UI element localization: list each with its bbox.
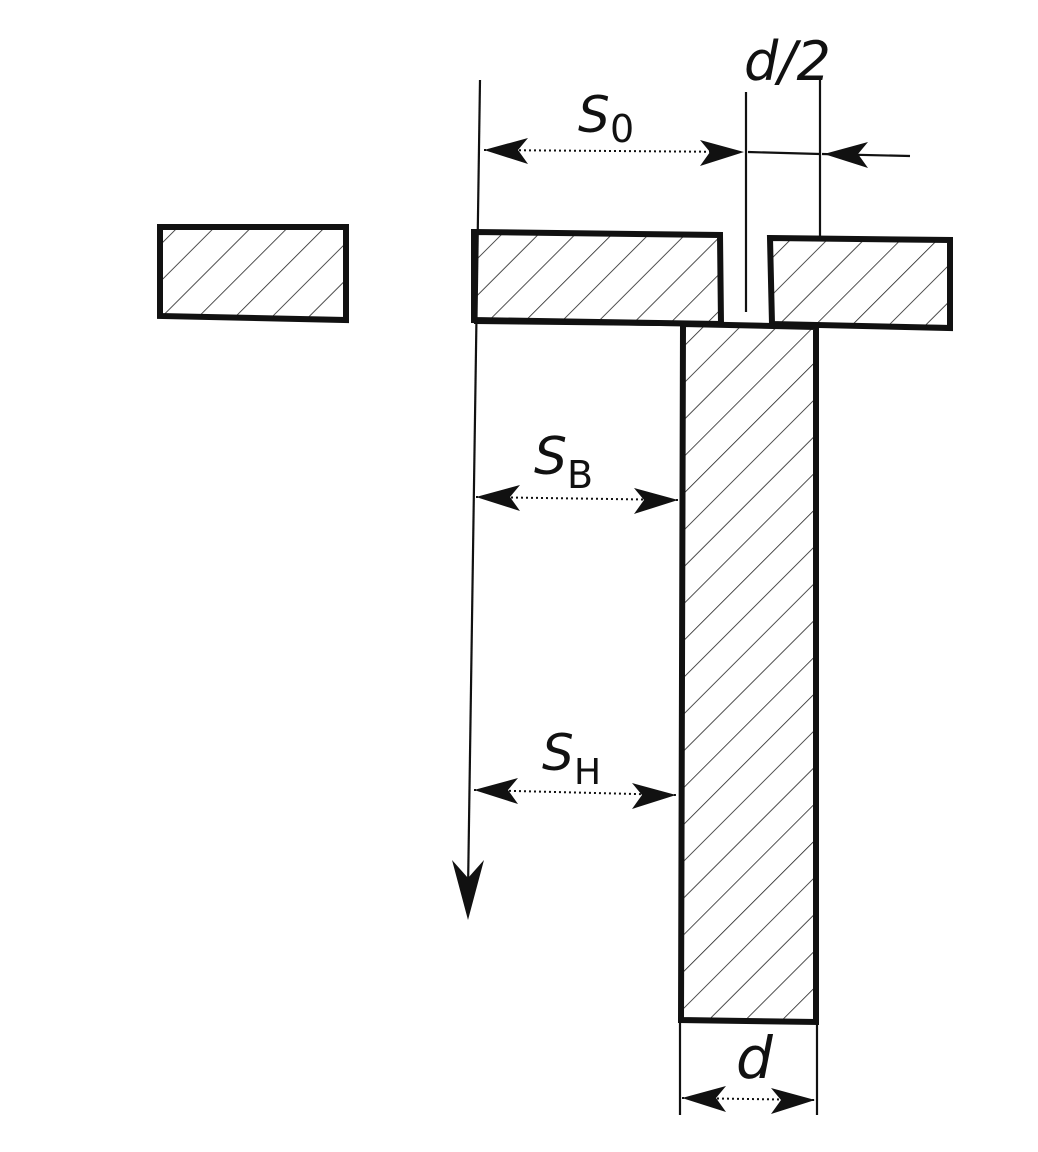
s0-subscript: 0 <box>610 107 634 151</box>
sH-label: S <box>542 724 574 782</box>
sB-arrow-left <box>476 485 520 511</box>
sB-subscript: B <box>567 453 593 497</box>
sH-subscript: H <box>574 752 601 793</box>
sB-label: S <box>534 427 567 487</box>
d-half-label: d/2 <box>744 30 831 93</box>
s0-label: S <box>578 86 610 144</box>
reference-axis <box>466 79 482 891</box>
sB-arrow-right <box>634 488 678 514</box>
s0-dimension-line <box>483 149 745 153</box>
s0-arrow-right <box>700 140 744 166</box>
sH-dimension-line <box>473 789 677 796</box>
s0-arrow-left <box>484 138 528 164</box>
sB-dimension-line <box>475 496 679 501</box>
right-flange-plate <box>766 234 953 332</box>
sH-arrow-right <box>632 783 676 809</box>
d-arrow-left <box>682 1086 726 1112</box>
d-arrow-right <box>771 1088 815 1114</box>
middle-flange-plate <box>471 228 725 328</box>
d-label: d <box>736 1024 774 1092</box>
d-half-dimension-line <box>747 150 821 156</box>
left-flange-plate <box>157 224 349 324</box>
axis-arrowhead <box>452 860 484 920</box>
vertical-web <box>677 320 819 1026</box>
sH-arrow-left <box>474 778 518 804</box>
d-half-arrow <box>824 142 868 168</box>
